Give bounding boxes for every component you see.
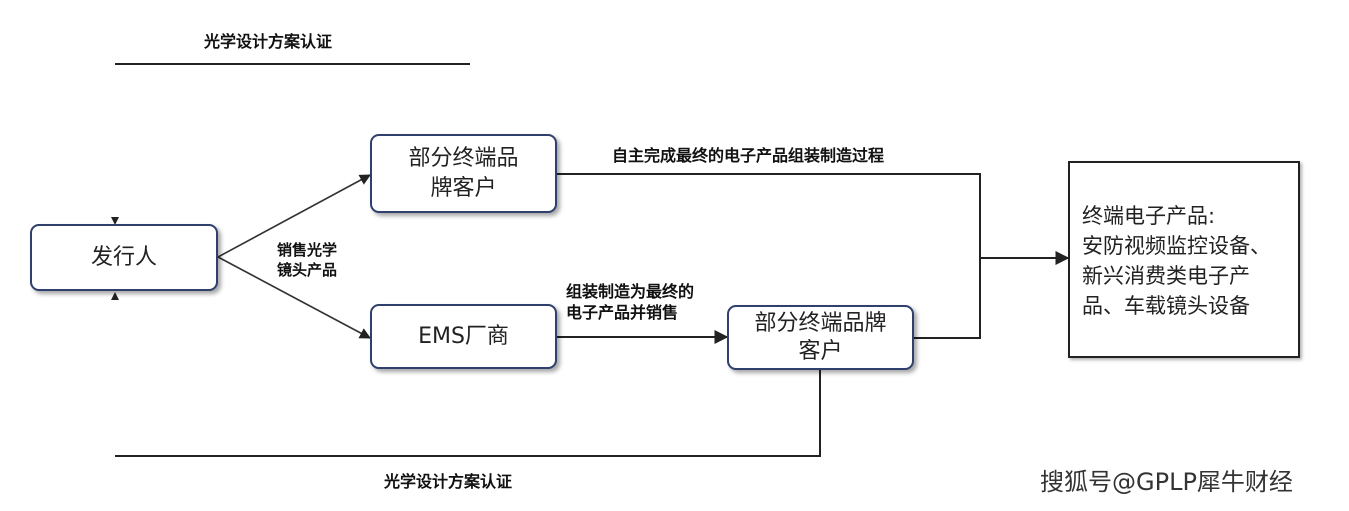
arrow-issuer-to-ems: [217, 256, 371, 339]
issuer-top-marker: [111, 217, 119, 225]
line-brand-top-to-merge: [557, 173, 981, 258]
brand-bottom-node-label: 部分终端品牌 客户: [754, 310, 887, 364]
line-certification-bottom: [115, 370, 821, 457]
issuer-node: 发行人: [30, 224, 218, 291]
arrow-issuer-to-brand-top: [217, 174, 371, 258]
ems-assembly-edge-label: 组装制造为最终的 电子产品并销售: [566, 282, 695, 322]
brand-bottom-node: 部分终端品牌 客户: [727, 305, 914, 370]
bottom-certification-label: 光学设计方案认证: [384, 472, 513, 491]
ems-node-label: EMS厂商: [418, 323, 509, 349]
issuer-bottom-marker: [111, 292, 119, 300]
brand-top-node-label: 部分终端品 牌客户: [408, 145, 519, 201]
line-brand-bottom-to-merge: [914, 258, 981, 339]
watermark: 搜狐号@GPLP犀牛财经: [1040, 468, 1293, 496]
top-certification-label: 光学设计方案认证: [204, 32, 333, 51]
brand-top-node: 部分终端品 牌客户: [370, 134, 557, 213]
end-product-box: 终端电子产品: 安防视频监控设备、 新兴消费类电子产 品、车载镜头设备: [1068, 161, 1300, 358]
issuer-node-label: 发行人: [90, 244, 157, 270]
sell-edge-label: 销售光学 镜头产品: [277, 241, 338, 279]
ems-node: EMS厂商: [370, 304, 557, 369]
self-assembly-edge-label: 自主完成最终的电子产品组装制造过程: [612, 146, 885, 165]
